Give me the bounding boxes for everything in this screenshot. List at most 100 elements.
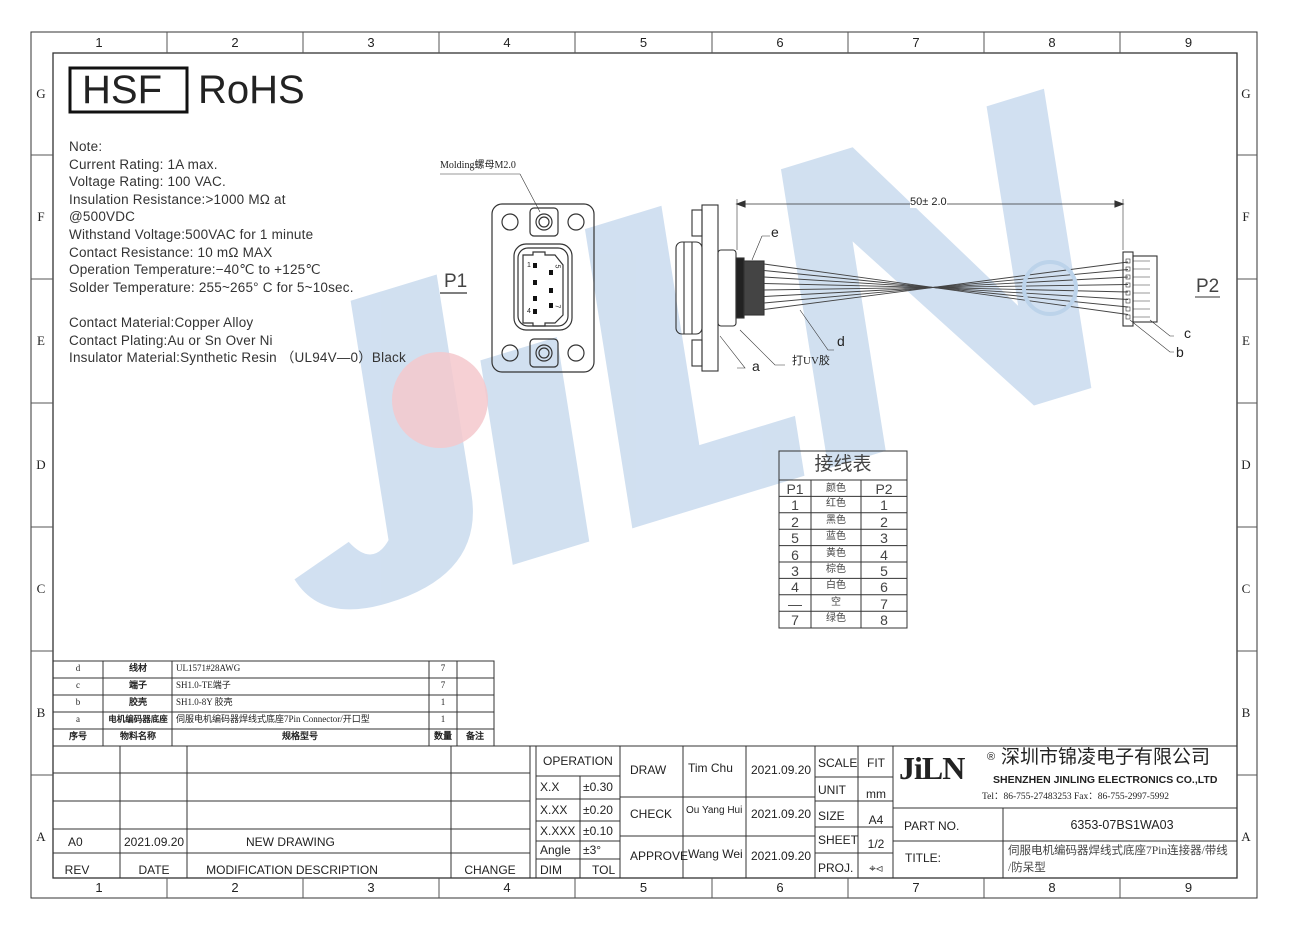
- wiring-header: P1: [786, 481, 804, 497]
- note-line: Current Rating: 1A max.: [69, 156, 218, 172]
- wiring-cell: 1: [791, 497, 799, 514]
- tolerance-dim: X.XXX: [540, 824, 576, 838]
- column-label: 8: [1048, 35, 1056, 50]
- rev-header-change: CHANGE: [464, 863, 516, 877]
- column-label: 2: [231, 35, 239, 50]
- company-contact: Tel：86-755-27483253 Fax：86-755-2997-5992: [982, 792, 1169, 802]
- row-label: F: [1242, 209, 1250, 224]
- wiring-cell: 7: [791, 612, 799, 629]
- tolerance-dim: X.X: [540, 780, 560, 794]
- spec-value: FIT: [867, 756, 885, 770]
- row-label: B: [36, 705, 46, 720]
- wiring-cell: 5: [880, 563, 888, 579]
- tolerance-value: ±3°: [583, 843, 602, 857]
- approval-role: APPROVE: [630, 849, 689, 863]
- tolerance-footer-tol: TOL: [592, 863, 616, 877]
- column-label: 3: [367, 880, 375, 895]
- row-label: A: [1241, 828, 1251, 844]
- wiring-cell: 2: [880, 513, 888, 530]
- column-label: 7: [912, 35, 920, 50]
- note-line: @500VDC: [69, 209, 136, 225]
- spec-label: UNIT: [818, 783, 846, 797]
- tolerance-dim: X.XX: [540, 803, 568, 817]
- callout-a: a: [752, 358, 760, 374]
- part-no-value: 6353-07BS1WA03: [1070, 818, 1174, 832]
- column-label: 5: [639, 880, 648, 895]
- approval-role: CHECK: [630, 807, 673, 821]
- bom-cell: 7: [440, 680, 446, 690]
- callout-d: d: [837, 333, 845, 349]
- title-line-2: /防呆型: [1008, 862, 1046, 874]
- rev-description: NEW DRAWING: [246, 835, 335, 849]
- spec-value: ⌖⊲: [869, 861, 883, 875]
- bom-header: 物料名称: [119, 731, 157, 741]
- hsf-mark: HSF: [82, 68, 162, 112]
- row-label: B: [1241, 705, 1251, 720]
- rev-value: A0: [68, 835, 83, 849]
- bom-header: 备注: [465, 731, 485, 741]
- wiring-cell: 5: [791, 530, 799, 547]
- wiring-cell: 3: [880, 530, 888, 547]
- column-label: 9: [1184, 880, 1193, 895]
- approval-date: 2021.09.20: [751, 807, 812, 821]
- bom-cell: SH1.0-8Y 胶壳: [176, 697, 233, 707]
- approval-name: Wang Wei: [688, 847, 743, 861]
- row-label: C: [36, 581, 46, 596]
- spec-value: 1/2: [867, 837, 885, 851]
- column-label: 6: [776, 880, 784, 895]
- tolerance-dim: Angle: [540, 843, 571, 857]
- wiring-cell: 红色: [826, 498, 846, 510]
- tolerance-footer-dim: DIM: [540, 863, 562, 877]
- bom-cell: UL1571#28AWG: [176, 663, 241, 673]
- bom-cell: c: [76, 680, 80, 690]
- dimension-length: 50± 2.0: [910, 196, 947, 208]
- tolerance-title: OPERATION: [543, 754, 613, 768]
- spec-label: SCALE: [818, 756, 858, 770]
- tolerance-value: ±0.10: [583, 824, 613, 838]
- row-label: E: [37, 333, 45, 348]
- part-no-label: PART NO.: [904, 819, 960, 833]
- p1-label: P1: [444, 271, 468, 292]
- wiring-cell: 6: [880, 579, 888, 596]
- column-label: 5: [639, 35, 648, 50]
- bom-header: 序号: [68, 731, 88, 741]
- wiring-cell: 3: [791, 563, 799, 579]
- wiring-cell: 8: [880, 612, 888, 629]
- bom-cell: 伺服电机编码器焊线式底座7Pin Connector/开口型: [176, 714, 370, 724]
- row-label: D: [1241, 457, 1251, 472]
- bom-cell: 胶壳: [128, 697, 148, 707]
- company-logo: JiLN: [899, 750, 965, 786]
- wiring-cell: 白色: [826, 580, 846, 592]
- bom-cell: 7: [440, 663, 446, 673]
- pin-label-5: 5: [553, 264, 561, 269]
- pin-label-4: 4: [527, 308, 531, 315]
- note-line: Insulator Material:Synthetic Resin （UL94…: [69, 350, 406, 366]
- bom-cell: 1: [440, 714, 446, 724]
- wiring-cell: —: [788, 595, 802, 612]
- bom-header: 规格型号: [281, 731, 319, 741]
- note-line: Note:: [69, 139, 103, 154]
- row-label: A: [36, 828, 46, 844]
- wiring-cell: 1: [880, 497, 888, 514]
- rev-header-description: MODIFICATION DESCRIPTION: [206, 863, 378, 877]
- column-label: 3: [367, 35, 375, 50]
- bom-cell: b: [75, 697, 81, 707]
- column-label: 4: [503, 35, 511, 50]
- tolerance-value: ±0.30: [583, 780, 613, 794]
- note-line: Voltage Rating: 100 VAC.: [69, 174, 226, 190]
- spec-label: SIZE: [818, 809, 845, 823]
- row-label: G: [36, 85, 46, 101]
- p2-label: P2: [1196, 276, 1220, 297]
- column-label: 8: [1048, 880, 1056, 895]
- watermark-dot: [392, 352, 488, 448]
- bom-cell: 1: [440, 697, 446, 707]
- column-label: 6: [776, 35, 784, 50]
- column-label: 9: [1184, 35, 1193, 50]
- wiring-header: P2: [875, 481, 893, 497]
- rev-header-date: DATE: [138, 863, 170, 877]
- column-label: 7: [912, 880, 920, 895]
- wiring-cell: 黑色: [826, 514, 846, 526]
- note-line: Contact Plating:Au or Sn Over Ni: [69, 332, 273, 348]
- wiring-cell: 棕色: [826, 564, 846, 575]
